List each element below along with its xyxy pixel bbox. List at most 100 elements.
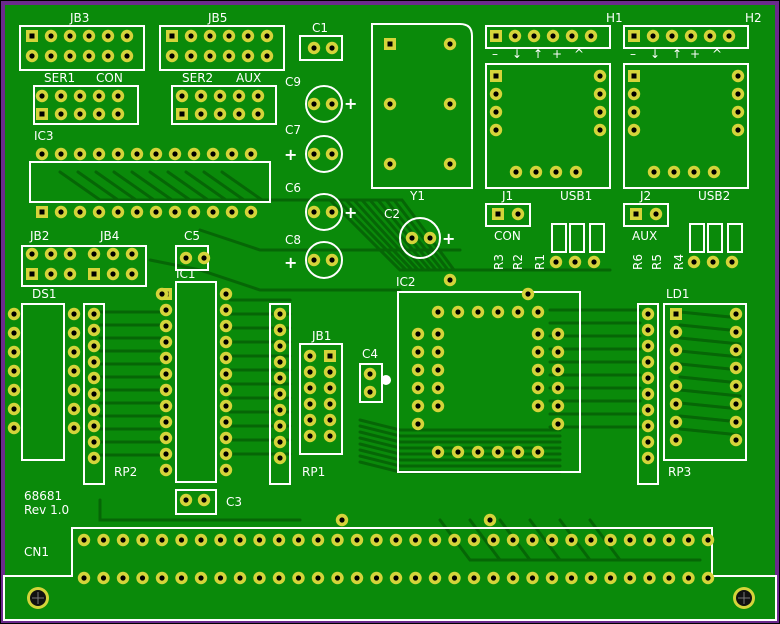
ic2-bottom-trace xyxy=(358,454,562,468)
c5-pad xyxy=(179,251,193,265)
rp2-pad xyxy=(273,387,287,401)
ds1-pad xyxy=(67,402,81,416)
jb1-pad xyxy=(303,365,317,379)
label-ds1: DS1 xyxy=(32,287,57,301)
ser1-pad xyxy=(111,89,125,103)
c9-plus-mark: + xyxy=(344,94,357,113)
jb1-pad xyxy=(303,413,317,427)
component-pads xyxy=(7,29,755,609)
h2-module-pad xyxy=(731,105,745,119)
y1-pad xyxy=(443,157,457,171)
ld1-pad xyxy=(669,415,683,429)
jb1-pad xyxy=(303,397,317,411)
bus-trace xyxy=(220,170,612,272)
c7-plus-mark: + xyxy=(284,145,297,164)
label-r6: R6 xyxy=(631,254,645,270)
via xyxy=(521,287,535,301)
h2-module-pad xyxy=(667,165,681,179)
via xyxy=(335,513,349,527)
ic2-pad xyxy=(411,417,425,431)
h2-module-pad xyxy=(628,70,640,82)
cn1-pad xyxy=(311,571,325,585)
rp2-pad xyxy=(87,419,101,433)
jb5-pad xyxy=(184,49,198,63)
capacitor-pad xyxy=(405,231,419,245)
cn1-pad xyxy=(565,571,578,585)
h2-module-pad xyxy=(731,87,745,101)
usb2-pad xyxy=(687,255,701,269)
ds1-pad xyxy=(67,345,81,359)
ic1-pad xyxy=(159,431,173,445)
jb1-pad xyxy=(303,429,317,443)
rp2-pad xyxy=(273,435,287,449)
ld1-trace xyxy=(678,323,742,333)
ic2-pad xyxy=(431,399,445,413)
ic2-pad xyxy=(411,363,425,377)
label-r1: R1 xyxy=(533,254,547,270)
j1-outline xyxy=(485,203,531,227)
ic2-pad xyxy=(531,445,545,459)
cn1-pad xyxy=(467,571,481,585)
cn1-pad xyxy=(370,571,383,585)
h2-pad xyxy=(646,29,660,43)
label-r3: R3 xyxy=(492,254,506,270)
cn1-pad xyxy=(331,571,344,585)
rp3-pad xyxy=(641,387,655,401)
ic3-pad xyxy=(168,205,182,219)
h1-module-pad xyxy=(549,165,563,179)
rp3-outline xyxy=(637,303,659,485)
cn1-pad xyxy=(350,571,364,585)
ic3-pad xyxy=(36,206,48,218)
label-c1: C1 xyxy=(312,21,328,35)
label-c7: C7 xyxy=(285,123,301,137)
h1-module-pad xyxy=(569,165,583,179)
ld1-pad xyxy=(729,397,743,411)
jb1-pad xyxy=(323,397,337,411)
cn1-pad xyxy=(604,533,617,547)
y1-pad xyxy=(384,38,396,50)
c5-pad xyxy=(197,251,211,265)
jb4-pad xyxy=(125,267,139,281)
y1-pad xyxy=(383,157,397,171)
label-jb1: JB1 xyxy=(311,329,331,343)
ic3-pad xyxy=(206,147,220,161)
ld1-pad xyxy=(669,433,683,447)
ic1-pad xyxy=(219,415,233,429)
rp2-pad xyxy=(87,355,101,369)
h2-module-pad xyxy=(627,105,641,119)
ic3-pad xyxy=(206,205,220,219)
c8-plus-mark: + xyxy=(284,253,297,272)
h2-module-pad xyxy=(731,123,745,137)
ic1-pad xyxy=(159,303,173,317)
capacitor-outline-4 xyxy=(399,217,441,259)
cn1-pad xyxy=(584,533,598,547)
y1-crystal-outline xyxy=(371,23,473,189)
ic3-pad xyxy=(54,205,68,219)
ld1-pad xyxy=(670,308,682,320)
ic2-pad xyxy=(531,327,545,341)
cn1-pad xyxy=(701,571,715,585)
cn1-pad xyxy=(175,571,188,585)
ld1-pad xyxy=(729,379,743,393)
cn1-pad xyxy=(116,571,130,585)
ic2-pad xyxy=(491,445,505,459)
rp3-pad xyxy=(641,307,655,321)
jb3-pad xyxy=(101,49,115,63)
ic2-pad xyxy=(551,327,565,341)
ds1-pad xyxy=(67,307,81,321)
ic2-pad xyxy=(551,345,565,359)
jb5-pad xyxy=(260,29,274,43)
label-ld1: LD1 xyxy=(666,287,690,301)
jb5-outline xyxy=(159,25,285,71)
label-usb2: USB2 xyxy=(698,189,730,203)
jb4-pad xyxy=(87,247,101,261)
capacitor-pad xyxy=(307,205,321,219)
rp2-pad xyxy=(87,403,101,417)
c4-pad xyxy=(363,367,377,381)
h2-pin-up-arrow: ↑ xyxy=(672,47,682,61)
cn1-pad xyxy=(545,533,559,547)
ic3-pad xyxy=(244,147,258,161)
ic1-pad xyxy=(219,447,233,461)
cn1-pad xyxy=(175,533,188,547)
ld1-pad xyxy=(669,379,683,393)
